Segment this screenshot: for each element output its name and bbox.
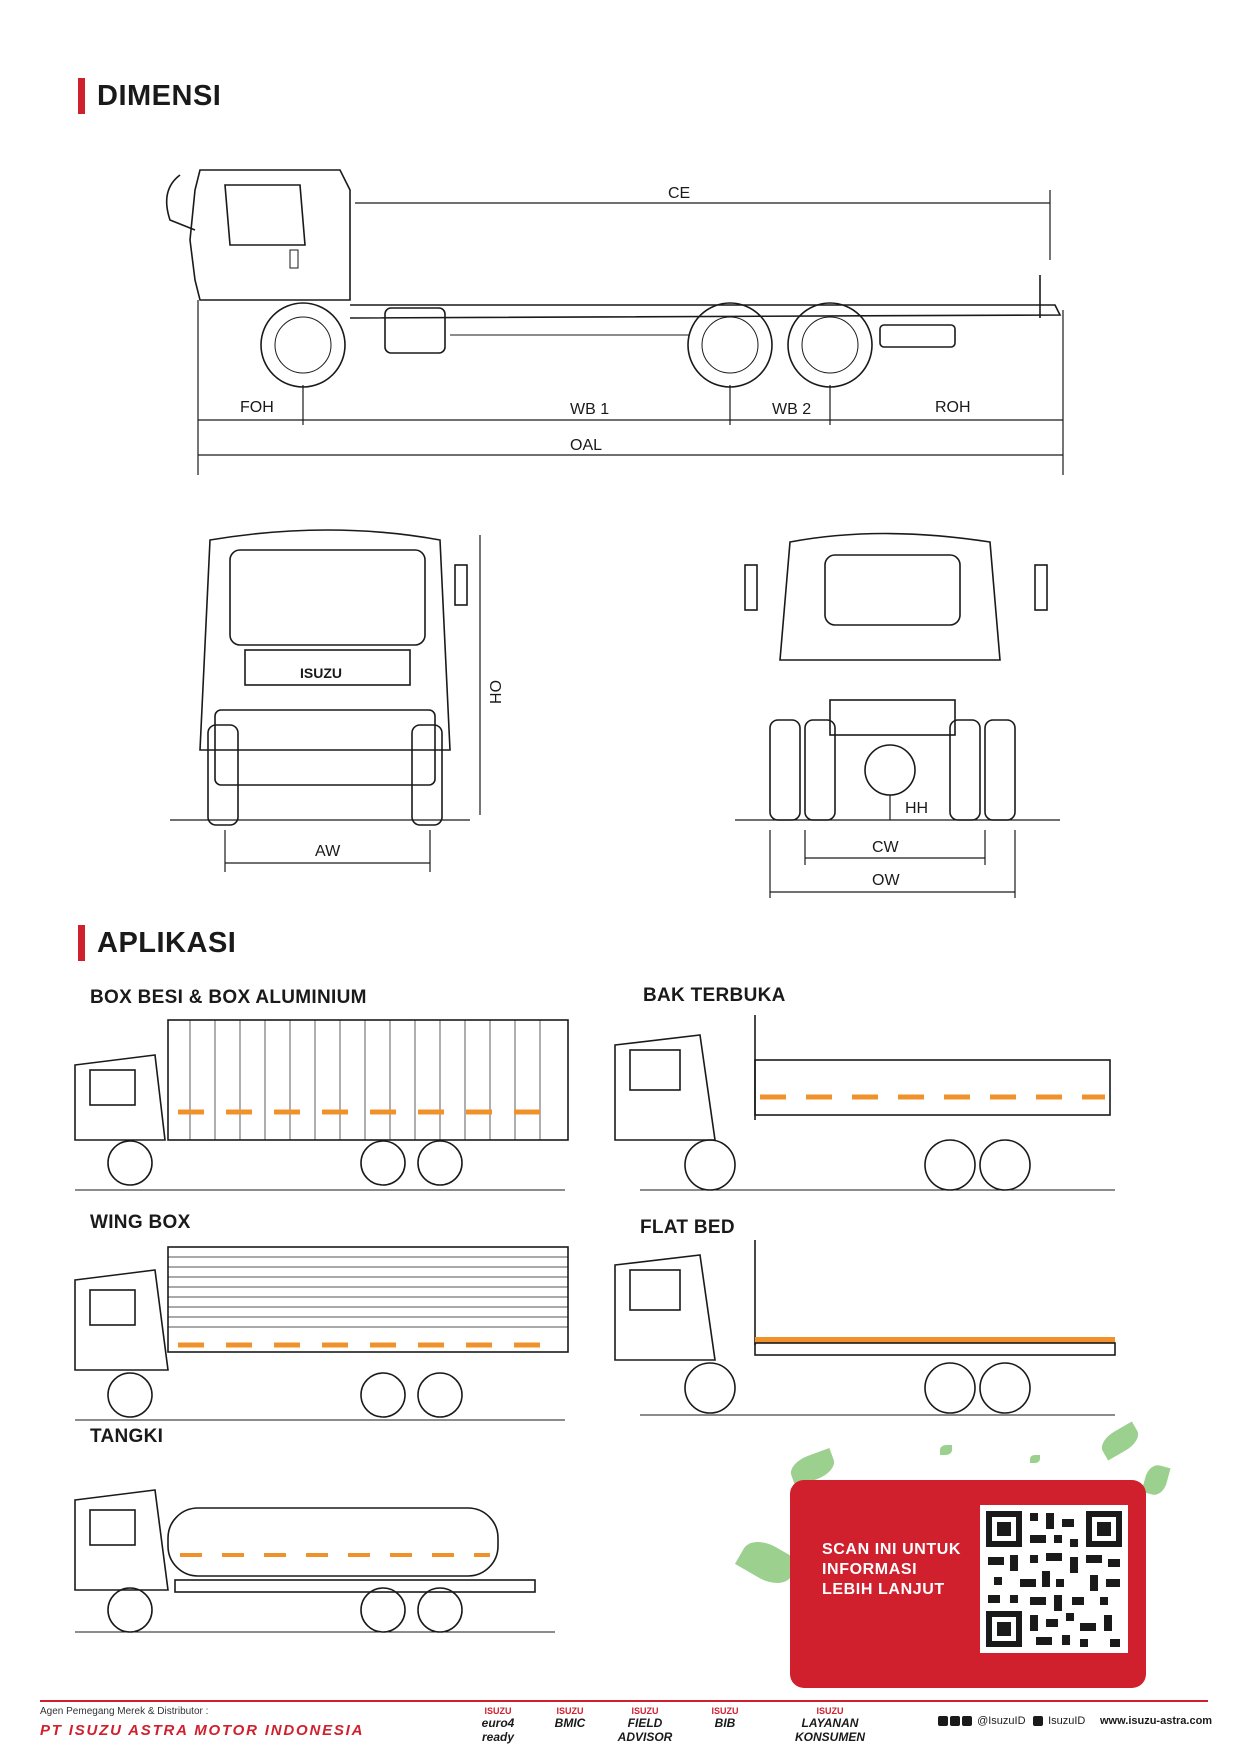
distributor-name: PT ISUZU ASTRA MOTOR INDONESIA: [40, 1722, 365, 1739]
youtube-handle[interactable]: IsuzuID: [1033, 1715, 1085, 1727]
logo-bib: ISUZU BIB: [711, 1706, 739, 1730]
app-label-bak-terbuka: BAK TERBUKA: [643, 985, 786, 1006]
app-label-wing-box: WING BOX: [90, 1212, 191, 1233]
leaf-decoration: [940, 1445, 952, 1455]
instagram-icon: [962, 1716, 972, 1727]
website-link[interactable]: www.isuzu-astra.com: [1100, 1715, 1213, 1727]
dim-foh-label: FOH: [240, 399, 274, 416]
leaf-decoration: [1030, 1455, 1040, 1463]
app-label-tangki: TANGKI: [90, 1426, 164, 1447]
front-isuzu-badge: ISUZU: [300, 665, 342, 681]
dim-aw-label: AW: [315, 843, 341, 860]
distributor-caption: Agen Pemegang Merek & Distributor :: [40, 1706, 209, 1717]
dim-wb1-label: WB 1: [570, 401, 609, 418]
section-title-aplikasi: APLIKASI: [78, 925, 236, 961]
logo-field-advisor: ISUZU FIELD ADVISOR: [617, 1706, 673, 1744]
section-title-text: DIMENSI: [97, 79, 222, 112]
logo-layanan-konsumen: ISUZU LAYANAN KONSUMEN: [794, 1706, 865, 1744]
social-handle[interactable]: @IsuzuID: [938, 1715, 1026, 1727]
section-title-text: APLIKASI: [97, 926, 237, 959]
title-accent-bar: [78, 78, 85, 114]
dim-ow-label: OW: [872, 872, 900, 889]
front-view-drawing: ISUZU OH AW: [170, 529, 503, 872]
dim-oal-label: OAL: [570, 437, 602, 454]
logo-euro4-ready: ISUZU euro4 ready: [481, 1706, 515, 1744]
dim-roh-label: ROH: [935, 399, 971, 416]
app-label-box: BOX BESI & BOX ALUMINIUM: [90, 987, 367, 1008]
dim-hh-label: HH: [905, 800, 928, 817]
section-title-dimensi: DIMENSI: [78, 78, 221, 114]
qr-card[interactable]: SCAN INI UNTUK INFORMASI LEBIH LANJUT: [790, 1480, 1146, 1688]
app-label-flat-bed: FLAT BED: [640, 1217, 735, 1238]
title-accent-bar: [78, 925, 85, 961]
logo-bmic: ISUZU BMIC: [554, 1706, 586, 1730]
qr-code[interactable]: [980, 1505, 1128, 1653]
dim-cw-label: CW: [872, 839, 900, 856]
rear-view-drawing: HH CW OW: [735, 532, 1060, 898]
facebook-icon: [938, 1716, 948, 1727]
dim-ce-label: CE: [668, 185, 690, 202]
twitter-icon: [950, 1716, 960, 1727]
youtube-icon: [1033, 1716, 1043, 1727]
qr-code-pattern: [986, 1511, 1122, 1647]
side-view-drawing: CE FOH WB 1 WB 2 ROH OAL: [165, 169, 1064, 475]
dim-oh-label: OH: [486, 680, 503, 704]
dim-wb2-label: WB 2: [772, 401, 811, 418]
qr-call-to-action: SCAN INI UNTUK INFORMASI LEBIH LANJUT: [822, 1541, 962, 1598]
footer-divider: [40, 1700, 1208, 1702]
